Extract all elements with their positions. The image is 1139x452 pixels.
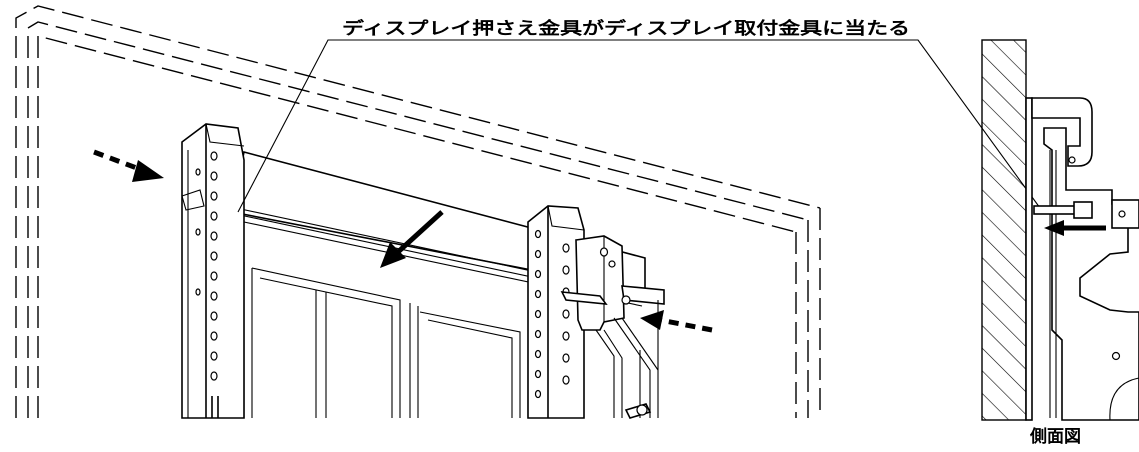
callout-leader: [237, 39, 1041, 213]
display-holder-bracket: [560, 235, 665, 419]
callout-text: ディスプレイ押さえ金具がディスプレイ取付金具に当たる: [342, 18, 910, 39]
contact-arrow: [380, 210, 444, 268]
right-rack-rail: [527, 205, 585, 419]
right-rail-holes: [534, 229, 570, 399]
left-rail-holes: [195, 151, 218, 381]
side-view: [981, 39, 1139, 421]
insert-arrow-left: [93, 149, 164, 182]
side-view-label: 側面図: [1029, 426, 1081, 447]
left-rack-rail: [181, 123, 245, 419]
insert-arrow-right: [640, 310, 713, 333]
display-outline-dashed: [15, 5, 821, 418]
